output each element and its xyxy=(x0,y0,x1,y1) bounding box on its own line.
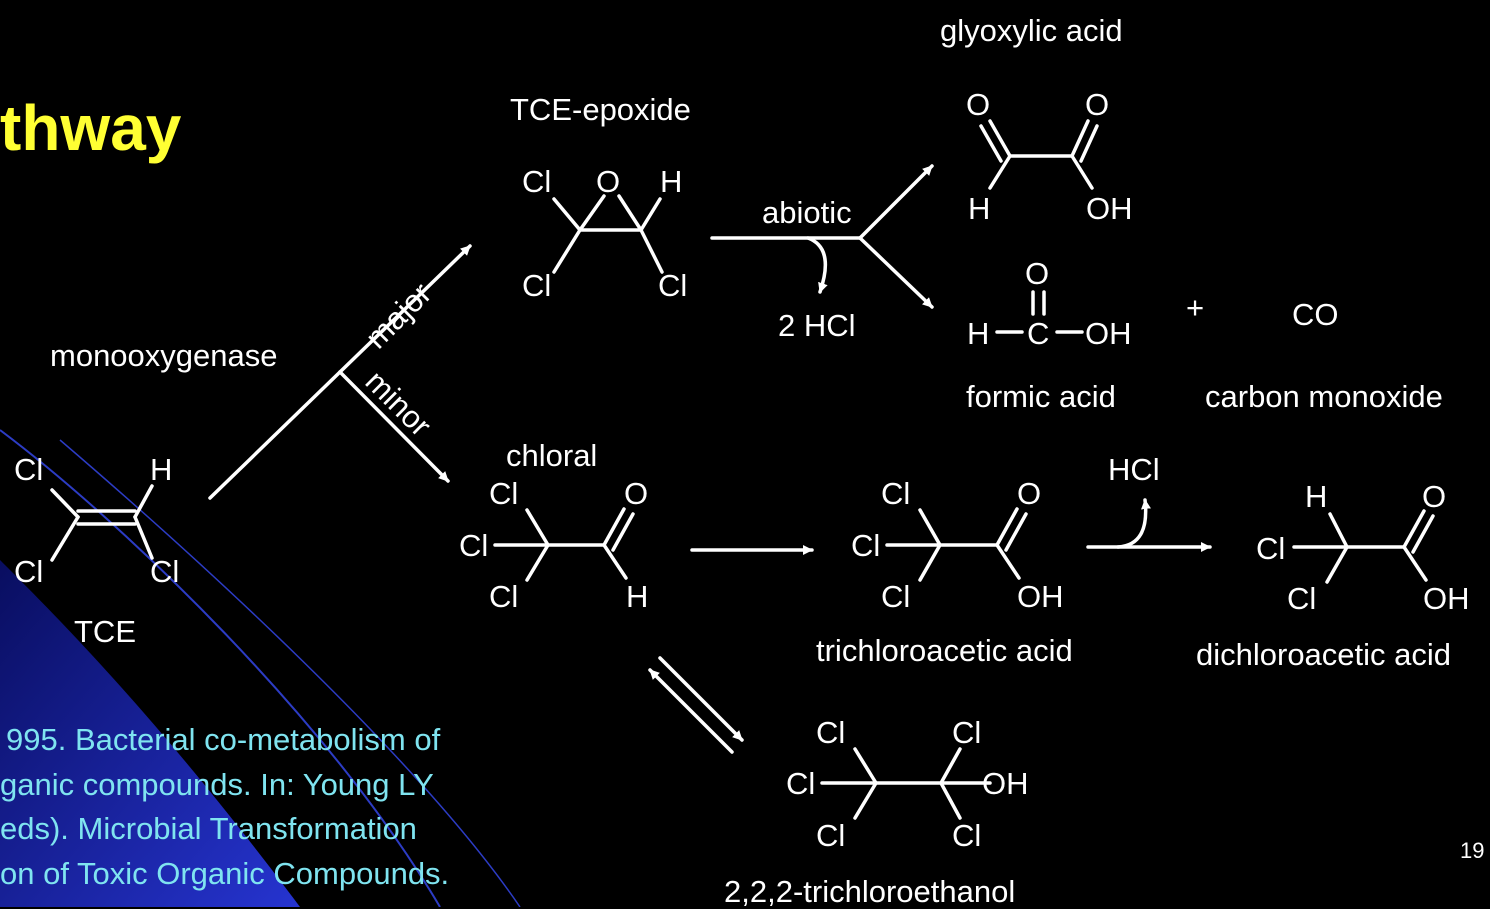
atom-cl: Cl xyxy=(150,554,180,589)
compound-name-glyoxylic-acid: glyoxylic acid xyxy=(940,13,1123,48)
atom-cl: Cl xyxy=(459,528,489,563)
reference-line: eds). Microbial Transformation xyxy=(0,811,417,846)
atom-o: O xyxy=(596,164,621,199)
formic-acid-structure xyxy=(995,290,1084,334)
atom-oh: OH xyxy=(1017,579,1064,614)
abiotic-label: abiotic xyxy=(762,195,852,230)
atom-cl: Cl xyxy=(952,715,982,750)
tce-structure xyxy=(50,484,154,562)
minor-arrow xyxy=(338,370,450,483)
compound-name-trichloroethanol: 2,2,2-trichloroethanol xyxy=(724,874,1016,909)
atom-o: O xyxy=(966,87,991,122)
tce-epoxide-structure xyxy=(552,194,664,274)
dechlorination-arrow xyxy=(1086,498,1212,552)
atom-o: O xyxy=(1025,256,1050,291)
atom-oh: OH xyxy=(1085,316,1132,351)
compound-name-trichloroacetic-acid: trichloroacetic acid xyxy=(816,633,1073,668)
atom-c: C xyxy=(1027,316,1050,351)
trichloroethanol-structure xyxy=(820,747,992,820)
equilibrium-arrow xyxy=(648,656,744,754)
swoosh-line-2 xyxy=(59,439,521,907)
trichloroacetic-acid-structure xyxy=(885,507,1028,582)
major-arrow xyxy=(208,244,472,500)
blue-swoosh xyxy=(0,560,300,907)
atom-cl: Cl xyxy=(522,164,552,199)
atom-cl: Cl xyxy=(816,715,846,750)
two-hcl-label: 2 HCl xyxy=(778,308,856,343)
atom-cl: Cl xyxy=(881,579,911,614)
atom-cl: Cl xyxy=(881,476,911,511)
atom-cl: Cl xyxy=(952,818,982,853)
co-formula: CO xyxy=(1292,297,1339,332)
reference-citation: 995. Bacterial co-metabolism of ganic co… xyxy=(0,718,449,896)
atom-o: O xyxy=(1085,87,1110,122)
atom-o: O xyxy=(624,476,649,511)
atom-cl: Cl xyxy=(489,476,519,511)
compound-name-dichloroacetic-acid: dichloroacetic acid xyxy=(1196,637,1452,672)
atom-cl: Cl xyxy=(1287,581,1317,616)
reference-line: ganic compounds. In: Young LY xyxy=(0,766,434,802)
reference-line: on of Toxic Organic Compounds. xyxy=(0,855,450,891)
atom-cl: Cl xyxy=(489,579,519,614)
atom-h: H xyxy=(626,579,649,614)
reference-line: 995. Bacterial co-metabolism of xyxy=(6,722,441,757)
chloral-structure xyxy=(493,507,635,582)
atom-h: H xyxy=(968,191,991,226)
atom-oh: OH xyxy=(1086,191,1133,226)
compound-name-formic-acid: formic acid xyxy=(966,379,1116,414)
compound-name-chloral: chloral xyxy=(506,438,598,473)
abiotic-arrow xyxy=(710,164,934,309)
hcl-label: HCl xyxy=(1108,452,1160,487)
atom-cl: Cl xyxy=(1256,531,1286,566)
atom-h: H xyxy=(1305,479,1328,514)
atom-h: H xyxy=(967,316,990,351)
atom-cl: Cl xyxy=(14,452,44,487)
enzyme-label: monooxygenase xyxy=(50,338,278,373)
slide-title: thway xyxy=(0,92,182,164)
compound-name-carbon-monoxide: carbon monoxide xyxy=(1205,379,1443,414)
atom-cl: Cl xyxy=(522,268,552,303)
swoosh-line-1 xyxy=(0,429,441,907)
atom-cl: Cl xyxy=(851,528,881,563)
atom-cl: Cl xyxy=(816,818,846,853)
atom-cl: Cl xyxy=(14,554,44,589)
page-number: 19 xyxy=(1460,838,1485,863)
atom-o: O xyxy=(1017,476,1042,511)
atom-o: O xyxy=(1422,479,1447,514)
atom-oh: OH xyxy=(982,766,1029,801)
atom-cl: Cl xyxy=(786,766,816,801)
atom-h: H xyxy=(150,452,173,487)
glyoxylic-acid-structure xyxy=(979,119,1099,190)
dichloroacetic-acid-structure xyxy=(1292,509,1435,584)
atom-cl: Cl xyxy=(658,268,688,303)
compound-name-tce-epoxide: TCE-epoxide xyxy=(510,92,691,127)
plus-sign: + xyxy=(1186,290,1205,325)
compound-name-tce: TCE xyxy=(74,614,136,649)
atom-h: H xyxy=(660,164,683,199)
atom-oh: OH xyxy=(1423,581,1470,616)
